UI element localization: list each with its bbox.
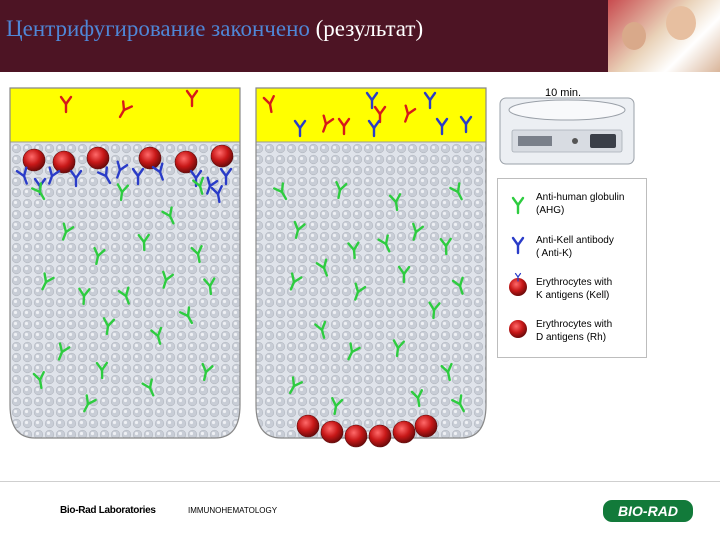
- right-tube-supernatant: [256, 88, 486, 142]
- photo-face: [622, 22, 646, 50]
- header-photo: [608, 0, 720, 72]
- centrifugation-diagram: [9, 87, 635, 448]
- centrifuge-icon: [499, 97, 635, 165]
- header-bar: Центрифугирование закончено (результат): [0, 0, 720, 72]
- title-main: Центрифугирование закончено: [6, 16, 310, 41]
- erythrocyte: [174, 150, 198, 174]
- photo-face: [666, 6, 696, 40]
- left-tube: [9, 87, 241, 439]
- left-tube-supernatant: [10, 88, 240, 142]
- legend-box: Anti-human globulin (AHG) Anti-Kell anti…: [497, 178, 647, 358]
- erythrocyte: [320, 420, 344, 444]
- footer-company: Bio-Rad Laboratories: [60, 505, 156, 516]
- legend-label-ahg: Anti-human globulin (AHG): [536, 192, 625, 216]
- right-tube: [255, 87, 487, 439]
- erythrocyte: [52, 150, 76, 174]
- erythrocyte: [344, 424, 368, 448]
- erythrocyte: [296, 414, 320, 438]
- left-tube-gel: [10, 88, 240, 438]
- erythrocyte: [86, 146, 110, 170]
- legend-label-anti-k: Anti-Kell antibody ( Anti-K): [536, 235, 614, 259]
- centrifuge-time-label: 10 min.: [545, 87, 582, 99]
- biorad-logo: BIO-RAD: [603, 500, 693, 522]
- blue-antibody-icon: [511, 236, 525, 255]
- footer-divider: [0, 481, 720, 482]
- erythrocyte: [138, 146, 162, 170]
- erythrocyte: [414, 414, 438, 438]
- footer-department: IMMUNOHEMATOLOGY: [188, 506, 278, 515]
- legend-icons: [509, 196, 527, 338]
- green-antibody-icon: [511, 196, 525, 215]
- rh-erythrocyte-icon: [509, 320, 527, 338]
- erythrocyte: [210, 144, 234, 168]
- page-title: Центрифугирование закончено (результат): [6, 16, 423, 42]
- title-suffix: (результат): [309, 16, 424, 41]
- erythrocyte: [368, 424, 392, 448]
- erythrocyte: [392, 420, 416, 444]
- erythrocyte: [22, 148, 46, 172]
- legend-label-rh-cells: Erythrocytes with D antigens (Rh): [536, 319, 613, 343]
- kell-erythrocyte-icon: [509, 272, 527, 296]
- legend-label-kell-cells: Erythrocytes with K antigens (Kell): [536, 277, 613, 301]
